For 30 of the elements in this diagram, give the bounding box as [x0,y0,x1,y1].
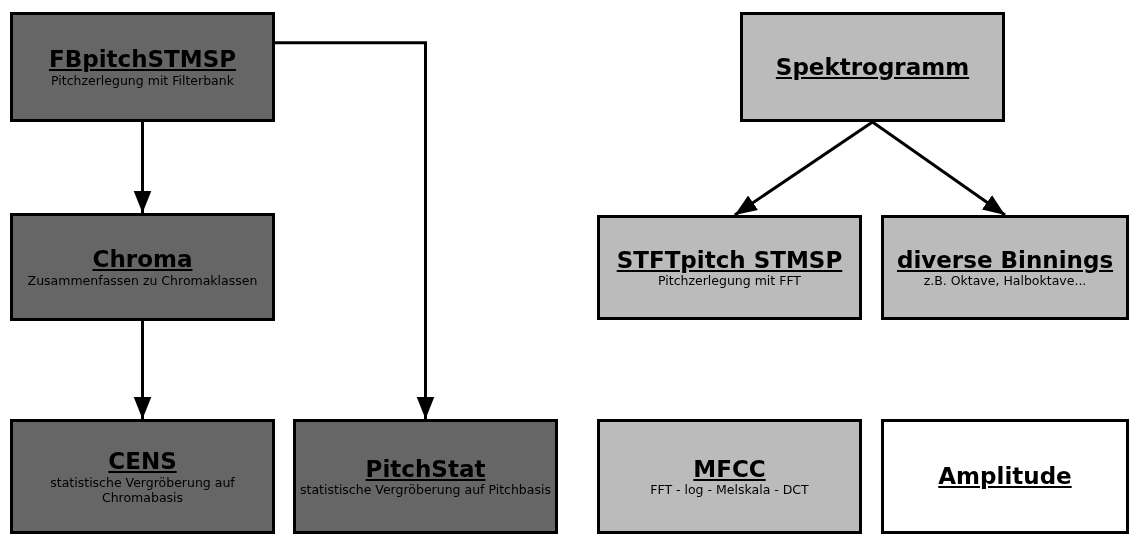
process-box [10,213,275,321]
box-title: Spektrogramm [775,53,970,81]
box-description: Zusammenfassen zu Chromaklassen [27,272,258,288]
box-title: Amplitude [938,463,1072,490]
box-title: FBpitchSTMSP [48,46,237,73]
box-title: STFTpitch STMSP [616,246,843,274]
box-description: statistische Vergröberung auf Chromabasis [49,474,236,505]
box-description: Pitchzerlegung mit Filterbank [51,72,234,88]
process-box [293,419,558,534]
arrow [133,321,152,419]
process-box [881,419,1129,534]
box-title: Chroma [92,246,193,273]
arrow [733,120,874,217]
arrow [275,41,435,419]
box-description: statistische Vergröberung auf Pitchbasis [300,482,551,498]
box-title: MFCC [693,455,766,483]
process-box [10,419,275,534]
arrow [133,122,152,213]
box-description: z.B. Oktave, Halboktave... [923,273,1087,289]
box-title: diverse Binnings [896,246,1114,274]
box-title: PitchStat [365,455,486,483]
box-description: FFT - log - Melskala - DCT [650,482,809,498]
process-box [881,215,1129,320]
process-box [10,12,275,122]
process-box [597,419,862,534]
process-box [597,215,862,320]
arrow [871,120,1006,217]
box-title: CENS [108,448,177,475]
box-description: Pitchzerlegung mit FFT [658,273,801,289]
process-box [740,12,1005,122]
